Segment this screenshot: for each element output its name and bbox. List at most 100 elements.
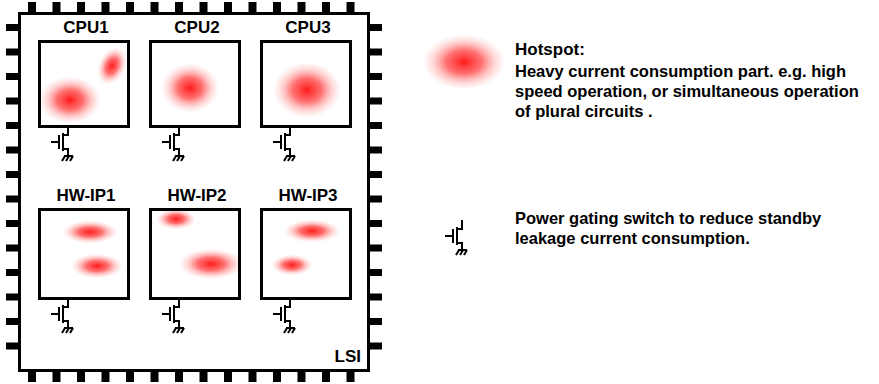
hotspot: [72, 254, 122, 278]
chip-pin: [28, 2, 36, 12]
ip-block: CPU1: [38, 18, 134, 128]
chip-pin: [6, 147, 18, 154]
chip-pin: [249, 2, 257, 12]
chip-pins: [6, 2, 382, 382]
chip-pin: [224, 372, 232, 382]
chip-pin: [77, 372, 85, 382]
chip-pin: [77, 2, 85, 12]
power-switch-symbol: [51, 298, 73, 333]
chip-pin: [126, 2, 134, 12]
chip-pin: [6, 245, 18, 252]
chip-pin: [6, 49, 18, 56]
chip-pin: [6, 24, 18, 31]
ip-block: HW-IP1: [38, 186, 134, 300]
hotspots: [40, 35, 504, 279]
hotspot: [157, 209, 195, 229]
lsi-chip: LSI CPU1 CPU2 CPU3HW-IP1 HW-IP2 HW-IP3: [18, 12, 370, 372]
hotspot: [40, 77, 100, 123]
power-switch-symbol: [162, 298, 184, 333]
block-name: CPU2: [149, 18, 245, 38]
ip-block: CPU3: [260, 18, 356, 128]
hotspot: [92, 43, 132, 88]
block-name: HW-IP1: [38, 186, 134, 206]
chip-pin: [273, 372, 281, 382]
block-name: CPU1: [38, 18, 134, 38]
chip-pin: [370, 24, 382, 31]
block-frame: [260, 40, 352, 128]
chip-pin: [370, 147, 382, 154]
chip-pin: [370, 269, 382, 276]
block-frame: [38, 208, 130, 300]
legend-text: Power gating switch to reduce standby le…: [515, 208, 845, 248]
chip-pin: [200, 2, 208, 12]
power-switches: [51, 126, 467, 333]
power-switch-symbol: [162, 126, 184, 161]
chip-pin: [175, 372, 183, 382]
chip-pin: [6, 171, 18, 178]
chip-pin: [6, 73, 18, 80]
chip-pin: [370, 73, 382, 80]
ip-block: HW-IP2: [149, 186, 245, 300]
block-name: HW-IP3: [260, 186, 356, 206]
power-switch-symbol: [273, 126, 295, 161]
chip-pin: [102, 372, 110, 382]
chip-pin: [370, 343, 382, 350]
hotspot: [272, 255, 312, 275]
block-frame: [260, 208, 352, 300]
block-frame: [149, 208, 241, 300]
chip-pin: [322, 372, 330, 382]
ip-block: CPU2: [149, 18, 245, 128]
power-switch-symbol: [51, 126, 73, 161]
hotspot: [162, 64, 218, 112]
chip-pin: [6, 318, 18, 325]
ip-block: HW-IP3: [260, 186, 356, 300]
chip-pin: [200, 372, 208, 382]
chip-pin: [273, 2, 281, 12]
chip-pin: [53, 2, 61, 12]
legend-heading: Hotspot:: [515, 40, 585, 60]
chip-pin: [370, 171, 382, 178]
chip-pin: [370, 196, 382, 203]
chip-pin: [6, 122, 18, 129]
chip-pin: [298, 2, 306, 12]
chip-pin: [6, 196, 18, 203]
block-frame: [149, 40, 241, 128]
chip-pin: [370, 220, 382, 227]
chip-pin: [370, 318, 382, 325]
chip-pin: [175, 2, 183, 12]
chip-pin: [347, 2, 355, 12]
chip-pin: [6, 98, 18, 105]
chip-pin: [6, 343, 18, 350]
hotspot: [285, 220, 339, 242]
chip-pin: [224, 2, 232, 12]
chip-pin: [6, 294, 18, 301]
chip-pin: [370, 49, 382, 56]
legend-hotspot: [424, 35, 504, 89]
legend-power-switch: [445, 220, 467, 255]
chip-pin: [298, 372, 306, 382]
hotspot: [180, 249, 242, 279]
power-switch-symbol: [273, 298, 295, 333]
chip-pin: [249, 372, 257, 382]
block-name: HW-IP2: [149, 186, 245, 206]
block-frame: [38, 40, 130, 128]
chip-pin: [370, 294, 382, 301]
chip-pin: [102, 2, 110, 12]
chip-pin: [151, 372, 159, 382]
hotspot: [274, 63, 340, 117]
chip-pin: [6, 269, 18, 276]
block-name: CPU3: [260, 18, 356, 38]
chip-pin: [126, 372, 134, 382]
chip-pin: [370, 98, 382, 105]
hotspot: [63, 221, 117, 243]
chip-pin: [28, 372, 36, 382]
chip-pin: [6, 220, 18, 227]
chip-pin: [347, 372, 355, 382]
chip-pin: [370, 122, 382, 129]
chip-label: LSI: [335, 347, 361, 367]
chip-pin: [370, 245, 382, 252]
chip-pin: [151, 2, 159, 12]
chip-pin: [322, 2, 330, 12]
chip-pin: [53, 372, 61, 382]
